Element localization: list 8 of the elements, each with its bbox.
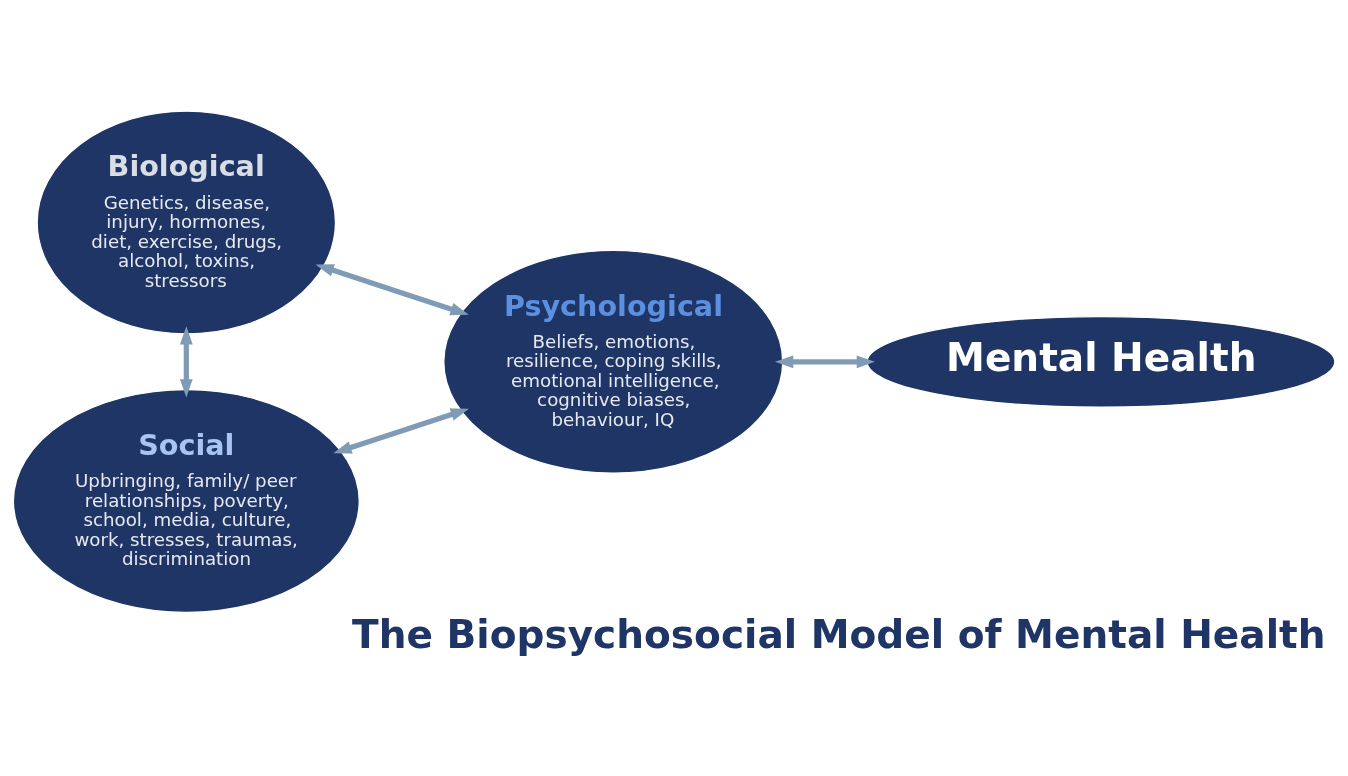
node-ellipse: Psychological Beliefs, emotions, resilience, coping skills, emotional intelligence, cognitive biases, behaviour, IQ [443,249,784,474]
arrow [333,407,469,454]
node-ellipse: Mental Health [866,315,1336,408]
arrow [774,354,875,368]
arrow [315,263,469,315]
arrow [179,325,193,397]
diagram-title: The Biopsychosocial Model of Mental Health [352,611,1326,657]
node-ellipse: Social Upbringing, family/ peer relationships, poverty, school, media, culture, work, stresses, traumas, discrimination [12,388,360,613]
